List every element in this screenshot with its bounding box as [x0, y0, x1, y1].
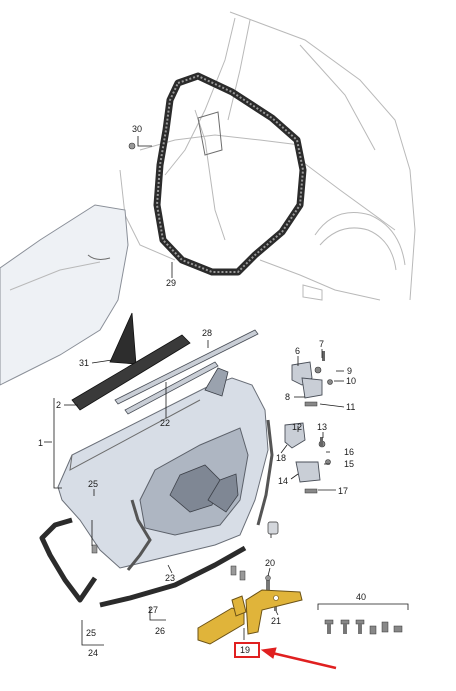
- label-21: 21: [271, 616, 281, 626]
- label-10: 10: [346, 376, 356, 386]
- trim-triangle-31: [109, 312, 137, 365]
- label-28: 28: [202, 328, 212, 338]
- highlight-arrow-head: [260, 647, 277, 659]
- label-2: 2: [56, 400, 61, 410]
- door-check-strap-19: [197, 589, 303, 645]
- leader-lines: [44, 136, 345, 646]
- label-20: 20: [265, 558, 275, 568]
- label-31: 31: [79, 358, 89, 368]
- label-27: 27: [148, 605, 158, 615]
- label-15: 15: [344, 459, 354, 469]
- label-26: 26: [155, 626, 165, 636]
- label-16: 16: [344, 447, 354, 457]
- label-14: 14: [278, 476, 288, 486]
- label-18: 18: [276, 453, 286, 463]
- trim-strips: [114, 329, 259, 415]
- label-22: 22: [160, 418, 170, 428]
- label-40: 40: [356, 592, 366, 602]
- window-strip-2: [71, 334, 191, 411]
- door-seal-29: [153, 72, 307, 276]
- label-25-lower: 25: [86, 628, 96, 638]
- label-1: 1: [38, 438, 43, 448]
- label-13: 13: [317, 422, 327, 432]
- label-11: 11: [346, 402, 355, 412]
- front-door-outline: [0, 204, 129, 386]
- highlight-box: [234, 642, 260, 658]
- label-8: 8: [285, 392, 290, 402]
- rear-door-shell: [57, 367, 269, 569]
- label-12: 12: [292, 422, 302, 432]
- label-29: 29: [166, 278, 176, 288]
- label-25-upper: 25: [88, 479, 98, 489]
- highlight-arrow: [267, 650, 337, 670]
- label-7: 7: [319, 339, 324, 349]
- lower-seals: [39, 419, 274, 608]
- label-23: 23: [165, 573, 175, 583]
- label-17: 17: [338, 486, 348, 496]
- car-body-outline: [119, 11, 416, 301]
- label-9: 9: [347, 366, 352, 376]
- highlight-part-19: [234, 642, 337, 670]
- label-6: 6: [295, 346, 300, 356]
- label-30: 30: [132, 124, 142, 134]
- hinges: [284, 351, 333, 494]
- label-24: 24: [88, 648, 98, 658]
- screw-kit-40: [317, 603, 409, 635]
- part-labels: 30 29 28 31 2 1 22 6 7 9 10 8 11 12 13 1…: [38, 124, 366, 658]
- label-19: 19: [240, 645, 250, 655]
